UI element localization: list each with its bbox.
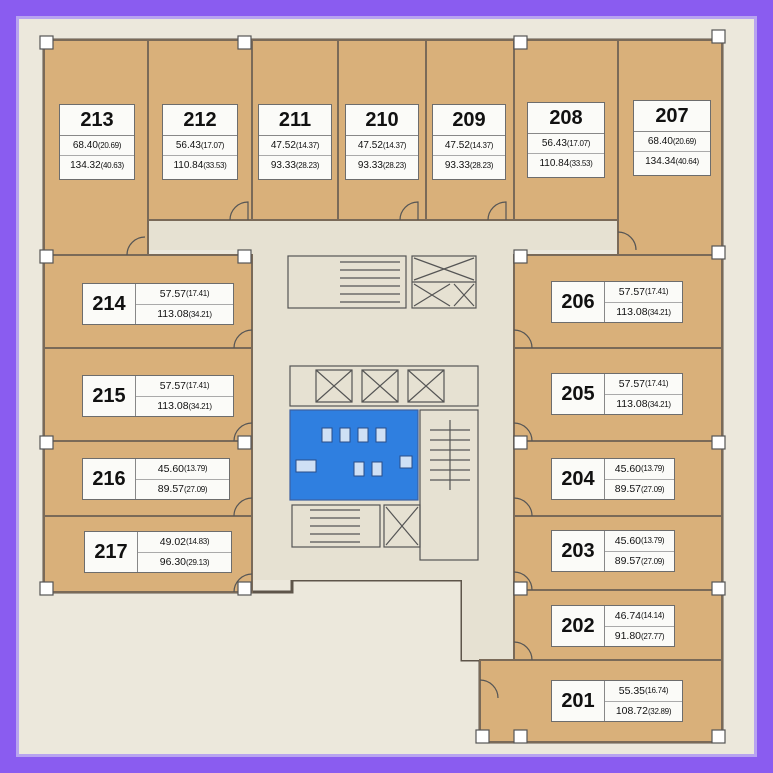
unit-number: 211 xyxy=(259,105,331,136)
unit-area-b: 108.72(32.89) xyxy=(605,700,682,722)
unit-number: 205 xyxy=(552,374,605,414)
unit-number: 206 xyxy=(552,282,605,322)
unit-area-a: 47.52(14.37) xyxy=(270,140,320,151)
unit-area-b: 91.80(27.77) xyxy=(605,625,674,647)
unit-label-203: 203 45.60(13.79) 89.57(27.09) xyxy=(551,530,675,572)
unit-area-b: 89.57(27.09) xyxy=(605,550,674,572)
unit-area-a: 57.57(17.41) xyxy=(618,285,669,298)
unit-number: 209 xyxy=(433,105,505,136)
unit-number: 204 xyxy=(552,459,605,499)
unit-label-204: 204 45.60(13.79) 89.57(27.09) xyxy=(551,458,675,500)
unit-area-a: 47.52(14.37) xyxy=(357,140,407,151)
unit-area-b: 113.08(34.21) xyxy=(605,393,682,415)
unit-area-b: 113.08(34.21) xyxy=(136,303,233,325)
unit-area-b: 134.32(40.63) xyxy=(60,155,134,175)
unit-area-b: 89.57(27.09) xyxy=(136,478,229,500)
unit-area-b: 96.30(29.13) xyxy=(138,551,231,573)
unit-area-a: 57.57(17.41) xyxy=(618,377,669,390)
unit-label-208: 208 56.43(17.07) 110.84(33.53) xyxy=(527,102,605,178)
unit-label-206: 206 57.57(17.41) 113.08(34.21) xyxy=(551,281,683,323)
unit-label-211: 211 47.52(14.37) 93.33(28.23) xyxy=(258,104,332,180)
unit-number: 201 xyxy=(552,681,605,721)
unit-label-214: 214 57.57(17.41) 113.08(34.21) xyxy=(82,283,234,325)
unit-area-a: 57.57(17.41) xyxy=(159,287,210,300)
stairwell-south xyxy=(291,504,381,548)
unit-label-217: 217 49.02(14.83) 96.30(29.13) xyxy=(84,531,232,573)
unit-label-210: 210 47.52(14.37) 93.33(28.23) xyxy=(345,104,419,180)
unit-label-201: 201 55.35(16.74) 108.72(32.89) xyxy=(551,680,683,722)
unit-area-a: 55.35(16.74) xyxy=(618,684,669,697)
unit-area-b: 89.57(27.09) xyxy=(605,478,674,500)
unit-206[interactable] xyxy=(513,254,723,349)
unit-area-a: 47.52(14.37) xyxy=(444,140,494,151)
unit-number: 210 xyxy=(346,105,418,136)
unit-area-b: 113.08(34.21) xyxy=(605,301,682,323)
elevator-shaft-south xyxy=(383,504,421,548)
unit-area-a: 68.40(20.69) xyxy=(647,136,697,147)
unit-area-a: 68.40(20.69) xyxy=(72,140,122,151)
unit-label-207: 207 68.40(20.69) 134.34(40.64) xyxy=(633,100,711,176)
unit-area-b: 113.08(34.21) xyxy=(136,395,233,417)
stairwell-east xyxy=(419,409,479,561)
unit-area-b: 134.34(40.64) xyxy=(634,151,710,171)
unit-number: 215 xyxy=(83,376,136,416)
unit-area-a: 45.60(13.79) xyxy=(157,462,208,475)
unit-area-b: 110.84(33.53) xyxy=(163,155,237,175)
unit-area-b: 93.33(28.23) xyxy=(259,155,331,175)
unit-number: 203 xyxy=(552,531,605,571)
building-core xyxy=(287,255,479,561)
unit-number: 208 xyxy=(528,103,604,134)
unit-label-215: 215 57.57(17.41) 113.08(34.21) xyxy=(82,375,234,417)
unit-area-a: 46.74(14.14) xyxy=(614,609,665,622)
unit-label-209: 209 47.52(14.37) 93.33(28.23) xyxy=(432,104,506,180)
unit-label-212: 212 56.43(17.07) 110.84(33.53) xyxy=(162,104,238,180)
unit-number: 217 xyxy=(85,532,138,572)
restroom xyxy=(289,409,419,501)
stairwell-north xyxy=(287,255,407,309)
unit-number: 212 xyxy=(163,105,237,136)
restroom-fixtures xyxy=(295,427,413,477)
doors xyxy=(126,201,637,699)
unit-number: 202 xyxy=(552,606,605,646)
structural-columns xyxy=(39,29,726,744)
unit-number: 214 xyxy=(83,284,136,324)
unit-area-b: 93.33(28.23) xyxy=(433,155,505,175)
unit-area-a: 57.57(17.41) xyxy=(159,379,210,392)
unit-label-202: 202 46.74(14.14) 91.80(27.77) xyxy=(551,605,675,647)
unit-label-205: 205 57.57(17.41) 113.08(34.21) xyxy=(551,373,683,415)
unit-area-a: 45.60(13.79) xyxy=(614,534,665,547)
unit-area-a: 45.60(13.79) xyxy=(614,462,665,475)
unit-number: 213 xyxy=(60,105,134,136)
unit-area-a: 49.02(14.83) xyxy=(159,535,210,548)
unit-area-b: 110.84(33.53) xyxy=(528,153,604,173)
unit-label-216: 216 45.60(13.79) 89.57(27.09) xyxy=(82,458,230,500)
unit-label-213: 213 68.40(20.69) 134.32(40.63) xyxy=(59,104,135,180)
unit-number: 207 xyxy=(634,101,710,132)
elevator-bank xyxy=(289,365,479,407)
unit-area-a: 56.43(17.07) xyxy=(541,138,591,149)
unit-number: 216 xyxy=(83,459,136,499)
unit-area-a: 56.43(17.07) xyxy=(175,140,225,151)
unit-area-b: 93.33(28.23) xyxy=(346,155,418,175)
